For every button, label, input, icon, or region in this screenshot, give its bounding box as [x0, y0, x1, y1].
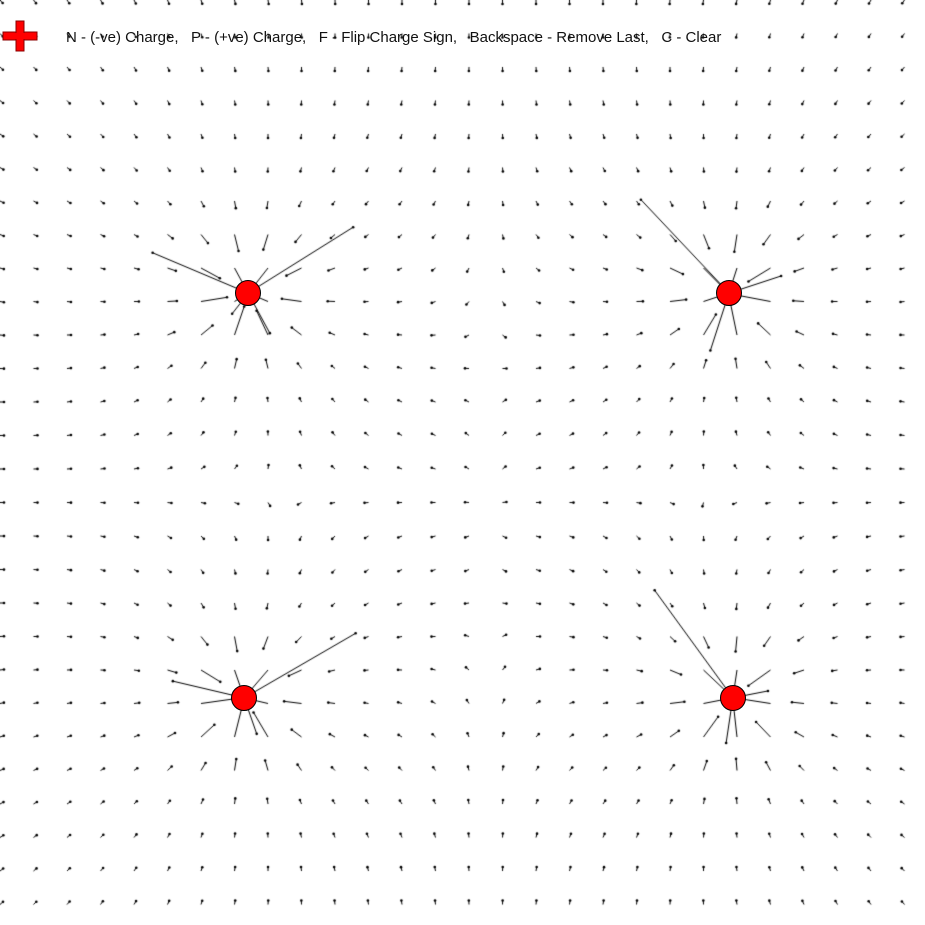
plus-icon[interactable] — [2, 20, 38, 52]
charge-marker[interactable] — [720, 685, 746, 711]
charge-marker[interactable] — [235, 280, 261, 306]
charge-marker[interactable] — [716, 280, 742, 306]
charge-marker[interactable] — [231, 685, 257, 711]
